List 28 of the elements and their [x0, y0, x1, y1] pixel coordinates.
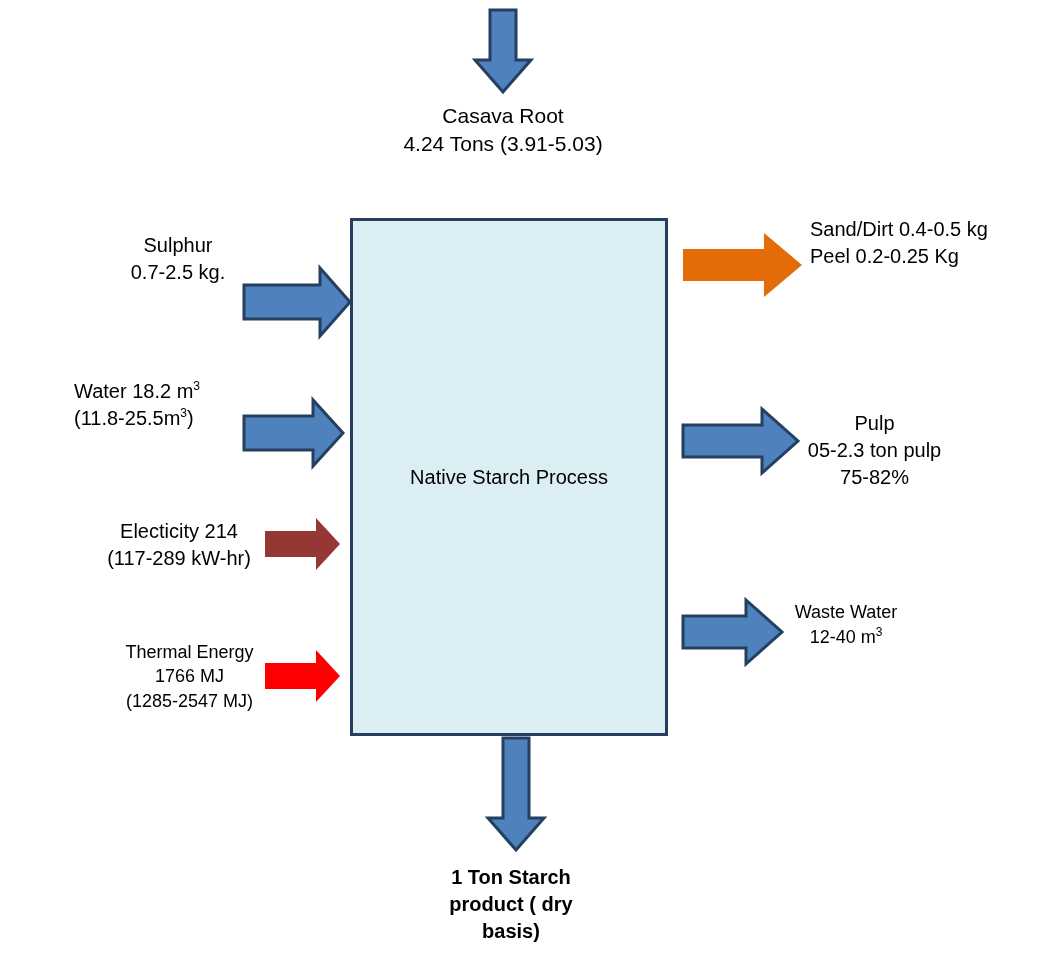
product-label: 1 Ton Starch product ( dry basis)	[448, 865, 574, 944]
process-label: Native Starch Process	[410, 464, 608, 490]
process-box	[350, 218, 668, 736]
input-label: 1766 MJ	[154, 665, 224, 689]
input-label: 0.7-2.5 kg.	[130, 260, 226, 285]
input-label: (117-289 kW-hr)	[107, 546, 251, 571]
block-arrow	[242, 396, 346, 470]
block-arrow	[242, 264, 352, 340]
input-label: Water 18.2 m$^{3}$ (11.8-25.5m$^{3}$)	[74, 378, 201, 431]
block-arrow	[681, 405, 801, 477]
output-label: Sand/Dirt 0.4-0.5 kg Peel 0.2-0.25 Kg	[810, 217, 989, 269]
block-arrow	[681, 596, 785, 668]
block-arrow	[265, 650, 340, 702]
input-label: Electicity 214	[120, 519, 238, 544]
block-arrow	[484, 736, 548, 853]
block-arrow	[265, 518, 340, 570]
output-label: 05-2.3 ton pulp	[807, 438, 942, 463]
output-label: 12-40 m$^{3}$	[809, 624, 883, 650]
input-label: (1285-2547 MJ)	[125, 689, 254, 713]
input-label: Casava Root	[442, 103, 564, 129]
block-arrow	[471, 8, 535, 95]
output-label: 75-82%	[840, 465, 909, 490]
input-label: Thermal Energy	[125, 641, 254, 664]
output-label: Pulp	[854, 411, 895, 436]
input-label: Sulphur	[143, 233, 213, 258]
input-label: 4.24 Tons (3.91-5.03)	[403, 131, 603, 158]
block-arrow	[683, 233, 802, 297]
output-label: Waste Water	[794, 601, 898, 624]
